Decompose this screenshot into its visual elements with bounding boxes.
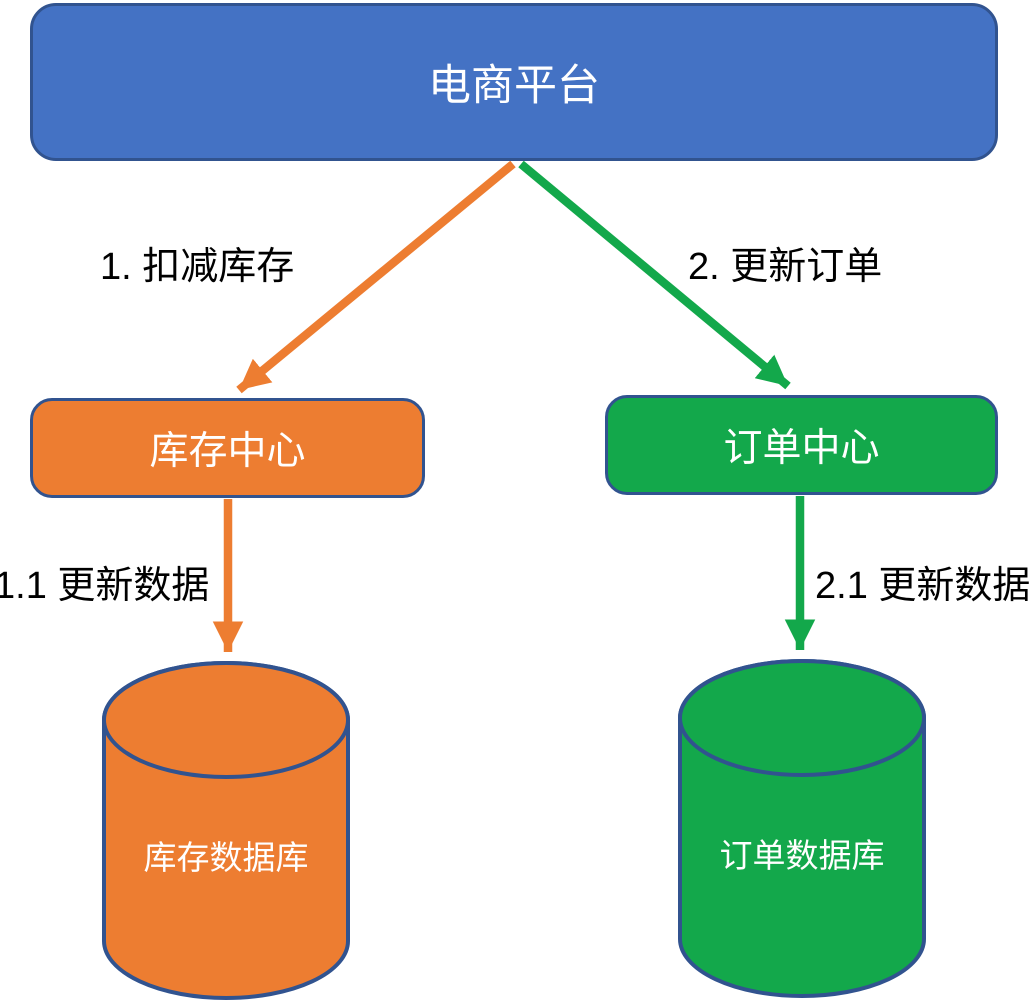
edge-label-order-update-data: 2.1 更新数据: [815, 565, 1031, 607]
order-db-label: 订单数据库: [719, 837, 885, 874]
inventory-db-label: 库存数据库: [143, 839, 309, 876]
inventory-center-node: 库存中心: [30, 398, 425, 498]
order-db-cylinder-top: [678, 659, 926, 777]
order-db-cylinder: [678, 659, 926, 998]
platform-node: 电商平台: [30, 3, 998, 161]
edge-deduct-inventory-arrow: [236, 160, 516, 394]
inventory-center-node-label: 库存中心: [149, 430, 306, 473]
edge-label-inventory-update-data: 1.1 更新数据: [0, 565, 210, 607]
inventory-db-cylinder: [102, 661, 350, 1000]
inventory-db-cylinder-top: [102, 661, 350, 779]
edge-label-deduct-inventory: 1. 扣减库存: [100, 246, 295, 288]
platform-node-label: 电商平台: [428, 62, 600, 110]
edge-update-order-arrow: [518, 160, 791, 390]
order-center-node-label: 订单中心: [723, 427, 880, 470]
edge-label-update-order: 2. 更新订单: [688, 246, 883, 288]
order-center-node: 订单中心: [605, 395, 998, 495]
